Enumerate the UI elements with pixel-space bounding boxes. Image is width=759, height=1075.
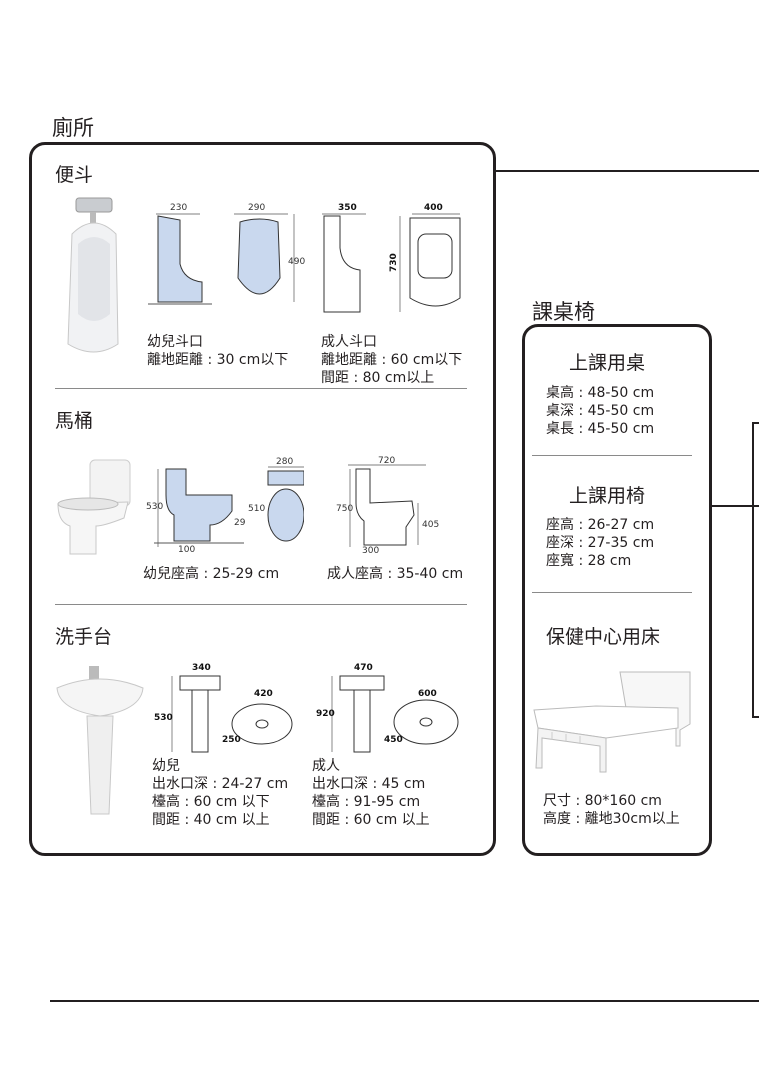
toilet-adult-spec: 成人座高 : 35-40 cm (327, 566, 464, 582)
sink-adult-spec: 成人 出水口深 : 45 cm 檯高 : 91-95 cm 間距 : 60 cm… (312, 757, 430, 829)
toilet-section-box (29, 142, 496, 856)
sink-dim-340: 340 (192, 663, 211, 673)
toilet-dim-530: 530 (146, 502, 163, 512)
desk-spec-line: 桌深 : 45-50 cm (546, 403, 655, 419)
furniture-section-box (522, 324, 712, 856)
urinal-photo (67, 197, 119, 353)
toilet-dim-720: 720 (378, 456, 395, 466)
divider (532, 455, 692, 456)
urinal-title: 便斗 (55, 164, 94, 186)
sink-adult-line: 出水口深 : 45 cm (312, 776, 426, 792)
toilet-title: 馬桶 (55, 410, 94, 432)
urinal-dim-230: 230 (170, 203, 187, 213)
urinal-adult-line: 離地距離 : 60 cm以下 (321, 352, 463, 368)
divider (55, 604, 467, 605)
toilet-dim-750: 750 (336, 504, 353, 514)
bottom-rule (50, 1000, 759, 1002)
toilet-child-diagram: 530 100 29 510 280 (146, 457, 304, 555)
sink-child-line: 幼兒 (152, 758, 180, 774)
sink-child-line: 間距 : 40 cm 以上 (152, 812, 270, 828)
sink-photo (56, 666, 144, 815)
toilet-dim-300: 300 (362, 546, 379, 555)
sink-child-line: 檯高 : 60 cm 以下 (152, 794, 270, 810)
bed-spec-line: 尺寸 : 80*160 cm (543, 793, 662, 809)
urinal-dim-730: 730 (389, 253, 399, 272)
chair-spec: 座高 : 26-27 cm 座深 : 27-35 cm 座寬 : 28 cm (546, 516, 654, 570)
sink-dim-470: 470 (354, 663, 373, 673)
sink-adult-line: 檯高 : 91-95 cm (312, 794, 421, 810)
toilet-dim-29: 29 (234, 518, 246, 528)
desk-spec: 桌高 : 48-50 cm 桌深 : 45-50 cm 桌長 : 45-50 c… (546, 384, 654, 438)
toilet-dim-100: 100 (178, 545, 195, 555)
sink-child-line: 出水口深 : 24-27 cm (152, 776, 289, 792)
chair-spec-line: 座深 : 27-35 cm (546, 535, 655, 551)
divider (55, 388, 467, 389)
urinal-child-line: 幼兒斗口 (147, 334, 203, 350)
toilet-section-title: 廁所 (52, 116, 94, 140)
toilet-child-spec: 幼兒座高 : 25-29 cm (143, 566, 280, 582)
sink-adult-line: 成人 (312, 758, 340, 774)
sink-adult-diagram: 470 920 600 450 (316, 663, 459, 753)
sink-dim-450: 450 (384, 735, 403, 745)
urinal-adult-line: 成人斗口 (321, 334, 377, 350)
urinal-adult-spec: 成人斗口 離地距離 : 60 cm以下 間距 : 80 cm以上 (321, 333, 462, 387)
toilet-dim-510: 510 (248, 504, 265, 514)
bed-title: 保健中心用床 (546, 626, 661, 648)
bracket-connector (711, 505, 759, 507)
chair-spec-line: 座高 : 26-27 cm (546, 517, 655, 533)
toilet-adult-diagram: 720 750 405 300 (336, 456, 439, 555)
urinal-dim-490: 490 (288, 257, 305, 267)
sink-dim-600: 600 (418, 689, 437, 699)
sink-child-spec: 幼兒 出水口深 : 24-27 cm 檯高 : 60 cm 以下 間距 : 40… (152, 757, 288, 829)
urinal-child-line: 離地距離 : 30 cm以下 (147, 352, 289, 368)
bed-photo (533, 671, 691, 773)
urinal-child-spec: 幼兒斗口 離地距離 : 30 cm以下 (147, 333, 288, 369)
divider (532, 592, 692, 593)
chair-title: 上課用椅 (569, 485, 646, 507)
side-bracket (752, 422, 759, 718)
urinal-adult-line: 間距 : 80 cm以上 (321, 370, 435, 386)
sink-dim-420: 420 (254, 689, 273, 699)
sink-adult-line: 間距 : 60 cm 以上 (312, 812, 430, 828)
urinal-dim-290: 290 (248, 203, 265, 213)
furniture-section-title: 課桌椅 (532, 300, 595, 324)
desk-spec-line: 桌高 : 48-50 cm (546, 385, 655, 401)
connector-line (494, 170, 759, 172)
desk-title: 上課用桌 (569, 352, 646, 374)
desk-spec-line: 桌長 : 45-50 cm (546, 421, 655, 437)
urinal-child-diagram: 230 290 490 (148, 203, 305, 305)
sink-dim-530: 530 (154, 713, 173, 723)
urinal-adult-diagram: 350 400 730 (322, 203, 461, 313)
sink-dim-920: 920 (316, 709, 335, 719)
bed-spec: 尺寸 : 80*160 cm 高度 : 離地30cm以上 (543, 792, 680, 828)
urinal-dim-350: 350 (338, 203, 357, 213)
urinal-dim-400: 400 (424, 203, 443, 213)
sink-title: 洗手台 (55, 626, 113, 648)
toilet-dim-405: 405 (422, 520, 439, 530)
sink-dim-250: 250 (222, 735, 241, 745)
chair-spec-line: 座寬 : 28 cm (546, 553, 632, 569)
toilet-photo (57, 459, 131, 555)
bed-spec-line: 高度 : 離地30cm以上 (543, 811, 680, 827)
sink-child-diagram: 340 530 420 250 (154, 663, 293, 753)
toilet-dim-280: 280 (276, 457, 293, 467)
